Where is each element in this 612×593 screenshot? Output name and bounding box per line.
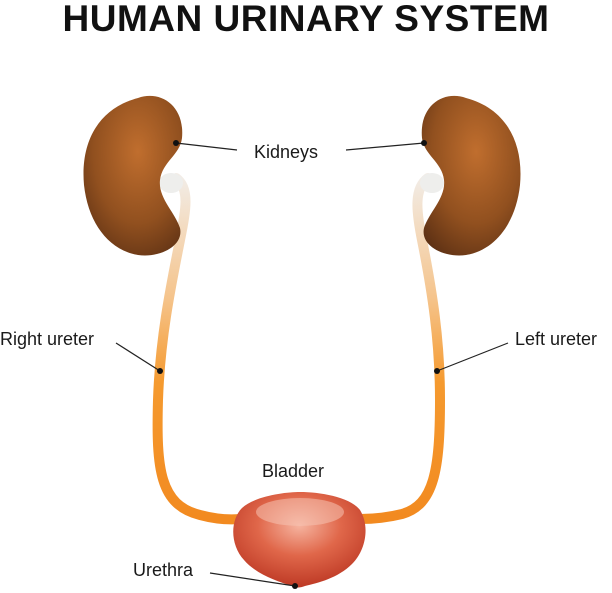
label-bladder: Bladder <box>262 461 325 481</box>
bladder-highlight <box>256 498 344 526</box>
leader-line-left-ureter <box>436 342 509 372</box>
kidney-icon <box>421 95 521 256</box>
leader-line-kidneys-left <box>345 142 425 151</box>
label-right-ureter: Right ureter <box>0 329 95 349</box>
right-ureter <box>152 173 245 525</box>
leader-line-right-ureter <box>115 342 161 372</box>
leader-line-kidneys-right <box>175 142 238 151</box>
kidney-icon <box>83 95 183 256</box>
leader-dot <box>173 140 179 146</box>
label-urethra: Urethra <box>133 560 194 580</box>
label-left-ureter: Left ureter <box>515 329 598 349</box>
left-renal-pelvis <box>420 173 444 193</box>
left-ureter <box>355 173 446 524</box>
right-renal-pelvis <box>159 173 183 193</box>
leader-line-urethra <box>209 572 296 587</box>
label-kidneys: Kidneys <box>254 142 319 162</box>
leader-dot <box>157 368 163 374</box>
page-title: HUMAN URINARY SYSTEM <box>62 0 550 39</box>
leader-dot <box>434 368 440 374</box>
leader-dot <box>421 140 427 146</box>
leader-dot <box>292 583 298 589</box>
